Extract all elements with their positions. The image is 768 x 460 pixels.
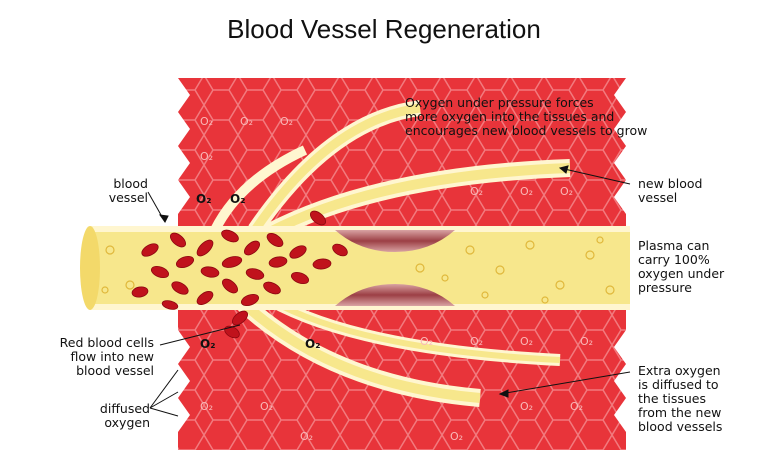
o2-symbol: O₂: [200, 337, 215, 351]
o2-symbol: O₂: [520, 400, 533, 413]
o2-symbol: O₂: [196, 192, 211, 206]
label-top-note: Oxygen under pressure forces more oxygen…: [405, 96, 647, 138]
o2-symbol: O₂: [260, 400, 273, 413]
o2-symbol: O₂: [200, 150, 213, 163]
o2-symbol: O₂: [280, 115, 293, 128]
o2-symbol: O₂: [230, 192, 245, 206]
label-red-blood-cells: Red blood cells flow into new blood vess…: [4, 336, 154, 378]
o2-symbol: O₂: [580, 335, 593, 348]
label-plasma: Plasma can carry 100% oxygen under press…: [638, 239, 724, 295]
o2-symbol: O₂: [570, 400, 583, 413]
label-extra-oxygen: Extra oxygen is diffused to the tissues …: [638, 364, 722, 434]
o2-symbol: O₂: [420, 335, 433, 348]
o2-symbol: O₂: [520, 185, 533, 198]
o2-symbol: O₂: [470, 185, 483, 198]
o2-symbol: O₂: [450, 430, 463, 443]
o2-symbol: O₂: [300, 430, 313, 443]
label-new-vessel: new blood vessel: [638, 177, 702, 205]
o2-symbol: O₂: [200, 115, 213, 128]
o2-symbol: O₂: [520, 335, 533, 348]
label-blood-vessel: blood vessel: [84, 177, 148, 205]
o2-symbol: O₂: [200, 400, 213, 413]
o2-symbol: O₂: [560, 185, 573, 198]
o2-symbol: O₂: [240, 115, 253, 128]
o2-symbol: O₂: [470, 335, 483, 348]
label-diffused-oxygen: diffused oxygen: [60, 402, 150, 430]
o2-symbol: O₂: [305, 337, 320, 351]
